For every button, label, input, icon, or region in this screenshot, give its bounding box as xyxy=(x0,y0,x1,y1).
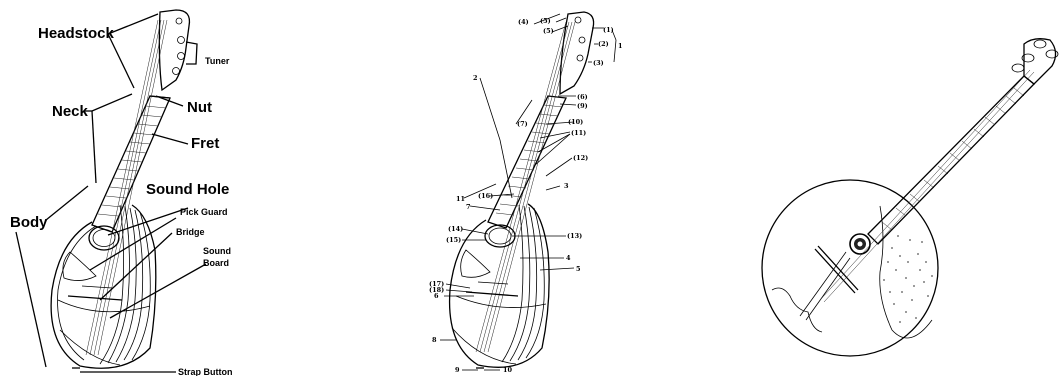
labeled-mandolin-diagram: Headstock Tuner Neck Nut Fret Sound Hole… xyxy=(10,10,233,376)
numbered-mandolin-diagram: (1) (2) (3) 1 (4) (5) (5) 2 (6) (9) (10)… xyxy=(429,12,623,374)
round-mandolin-sketch xyxy=(762,39,1058,356)
bridge xyxy=(818,246,858,290)
callout-12: (12) xyxy=(573,154,588,162)
callout-9-group: 9 xyxy=(455,366,460,374)
callout-13: (13) xyxy=(567,232,582,240)
headstock xyxy=(1024,39,1056,84)
callout-1-group: 1 xyxy=(618,42,623,50)
neck xyxy=(868,76,1034,244)
callout-4-group: 4 xyxy=(566,254,571,262)
callout-16: (16) xyxy=(478,192,493,200)
callout-9: (9) xyxy=(577,102,588,110)
callout-5: (5) xyxy=(540,17,551,25)
part-labels-1: Headstock Tuner Neck Nut Fret Sound Hole… xyxy=(10,25,233,376)
rosette xyxy=(850,234,870,254)
callout-10: (10) xyxy=(568,118,583,126)
callout-6-group: 6 xyxy=(434,292,439,300)
callout-7: (7) xyxy=(517,120,528,128)
label-sound-board: Board xyxy=(203,258,229,268)
callout-15: (15) xyxy=(446,236,461,244)
label-fret: Fret xyxy=(191,135,219,152)
label-bridge: Bridge xyxy=(176,227,205,237)
callout-11: (11) xyxy=(571,129,586,137)
callout-2: (2) xyxy=(598,40,609,48)
label-nut: Nut xyxy=(187,99,212,116)
label-pick-guard: Pick Guard xyxy=(180,207,228,217)
callout-3: (3) xyxy=(593,59,604,67)
label-neck: Neck xyxy=(52,103,89,120)
label-body: Body xyxy=(10,214,48,231)
label-sound-board: Sound xyxy=(203,246,231,256)
callout-4: (4) xyxy=(518,18,529,26)
label-tuner: Tuner xyxy=(205,56,230,66)
callout-6: (6) xyxy=(577,93,588,101)
callout-8: 8 xyxy=(432,336,437,344)
callout-10-group: 10 xyxy=(503,366,513,374)
callout-5-group: 5 xyxy=(576,265,581,273)
leader-lines-2 xyxy=(440,14,616,370)
callout-14: (14) xyxy=(448,225,463,233)
callout-5: (5) xyxy=(543,27,554,35)
mandolin-outline-2 xyxy=(450,12,594,368)
label-sound-hole: Sound Hole xyxy=(146,181,229,198)
callout-11-group: 11 xyxy=(456,195,465,203)
callout-7-group: 7 xyxy=(466,203,471,211)
callout-1: (1) xyxy=(603,26,614,34)
label-headstock: Headstock xyxy=(38,25,115,42)
label-strap-button: Strap Button xyxy=(178,367,233,376)
callout-2-group: 2 xyxy=(473,74,478,82)
soundboard-shading xyxy=(883,235,933,323)
callout-3-group: 3 xyxy=(564,182,569,190)
